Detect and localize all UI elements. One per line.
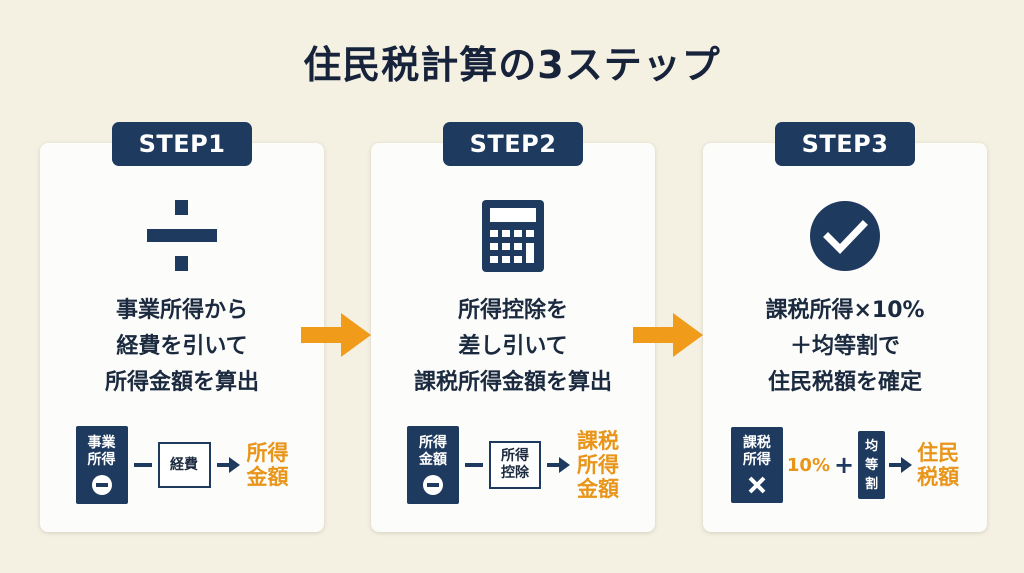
income-amount-box: 所得 金額: [407, 426, 459, 504]
arrow-right-icon: [547, 457, 570, 473]
minus-operator: [133, 463, 152, 467]
business-income-box: 事業 所得: [75, 426, 128, 504]
arrow-right-icon: [216, 457, 240, 473]
description-line: 課税所得×10%: [765, 298, 925, 323]
divide-icon: [147, 199, 217, 271]
result-income-amount: 所得 金額: [246, 441, 289, 489]
description-line: ＋均等割で: [789, 334, 900, 359]
check-circle-icon: [810, 200, 880, 271]
step-description: 事業所得から 経費を引いて 所得金額を算出: [40, 293, 324, 401]
step-arrow-icon: [301, 313, 371, 357]
taxable-income-box: 課税 所得: [730, 427, 783, 503]
per-capita-levy-box: 均 等 割: [858, 431, 886, 499]
step-badge: STEP1: [112, 122, 252, 166]
page-title: 住民税計算の3ステップ: [303, 43, 721, 87]
description-line: 住民税額を確定: [767, 370, 922, 395]
description-line: 所得控除を: [457, 298, 568, 323]
step-card-2: STEP2 所得控除を 差し引いて 課税所得金額を算出 所得 金額 所得 控除: [371, 122, 655, 532]
expenses-box: 経費: [157, 442, 211, 488]
description-line: 課税所得金額を算出: [413, 370, 612, 395]
formula: 所得 金額 所得 控除 課税 所得 金額: [371, 425, 655, 505]
formula: 課税 所得 10% + 均 等 割 住民 税額: [703, 425, 987, 505]
minus-circle-icon: [91, 474, 112, 495]
step-arrow-icon: [633, 313, 703, 357]
result-resident-tax: 住民 税額: [917, 441, 960, 489]
description-line: 所得金額を算出: [104, 370, 259, 395]
arrow-right-icon: [889, 457, 913, 473]
step-card-1: STEP1 事業所得から 経費を引いて 所得金額を算出 事業 所得 経費 所得 …: [40, 122, 324, 532]
description-line: 差し引いて: [458, 334, 568, 359]
step-badge: STEP2: [443, 122, 583, 166]
step-badge: STEP3: [775, 122, 915, 166]
income-deduction-box: 所得 控除: [489, 441, 541, 489]
multiply-icon: [748, 476, 766, 494]
step-description: 課税所得×10% ＋均等割で 住民税額を確定: [703, 293, 987, 401]
plus-operator: +: [833, 451, 855, 479]
description-line: 事業所得から: [115, 298, 248, 323]
result-taxable-income: 課税 所得 金額: [577, 429, 619, 501]
formula: 事業 所得 経費 所得 金額: [40, 425, 324, 505]
minus-operator: [465, 463, 483, 467]
tax-rate: 10%: [786, 454, 830, 476]
step-card-3: STEP3 課税所得×10% ＋均等割で 住民税額を確定 課税 所得 10% +…: [703, 122, 987, 532]
calculator-icon: [482, 199, 544, 272]
minus-circle-icon: [423, 474, 443, 495]
description-line: 経費を引いて: [116, 334, 248, 359]
step-description: 所得控除を 差し引いて 課税所得金額を算出: [371, 293, 655, 401]
